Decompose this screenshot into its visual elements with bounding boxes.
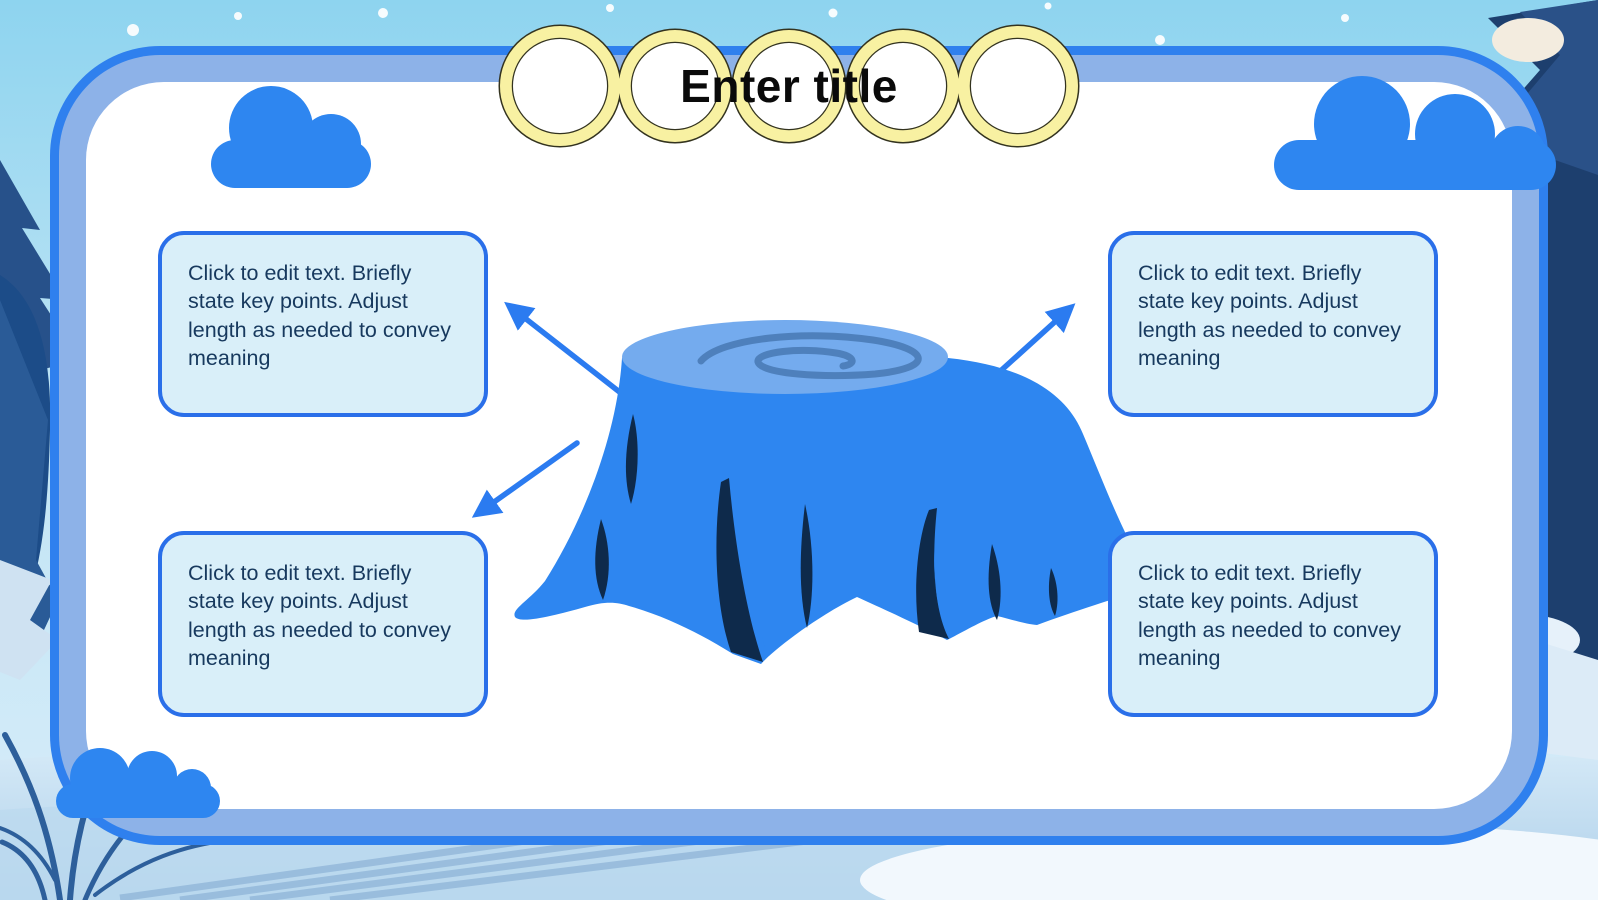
text-box-bottom-left-text: Click to edit text. Briefly state key po… bbox=[188, 561, 451, 671]
text-box-bottom-right[interactable]: Click to edit text. Briefly state key po… bbox=[1108, 531, 1438, 717]
cloth-highlights bbox=[747, 536, 945, 654]
cloud-decoration-top-left bbox=[211, 86, 371, 188]
stump-top bbox=[622, 320, 948, 394]
text-box-top-right[interactable]: Click to edit text. Briefly state key po… bbox=[1108, 231, 1438, 417]
text-box-top-right-text: Click to edit text. Briefly state key po… bbox=[1138, 261, 1401, 371]
title-cloud-shape bbox=[498, 24, 1080, 148]
covered-stump-illustration bbox=[514, 320, 1157, 664]
text-box-top-left-text: Click to edit text. Briefly state key po… bbox=[188, 261, 451, 371]
text-box-bottom-right-text: Click to edit text. Briefly state key po… bbox=[1138, 561, 1401, 671]
text-box-top-left[interactable]: Click to edit text. Briefly state key po… bbox=[158, 231, 488, 417]
pine-tree-left bbox=[0, 160, 80, 680]
cloud-decoration-bottom-left bbox=[56, 748, 220, 818]
cloth-body bbox=[514, 358, 1157, 664]
page-title[interactable]: Enter title bbox=[680, 60, 898, 112]
text-box-bottom-left[interactable]: Click to edit text. Briefly state key po… bbox=[158, 531, 488, 717]
stump-spiral bbox=[697, 332, 922, 379]
cloud-decoration-top-right bbox=[1274, 76, 1556, 190]
title-banner[interactable]: Enter title bbox=[480, 24, 1098, 148]
cloth-folds bbox=[595, 414, 1058, 662]
